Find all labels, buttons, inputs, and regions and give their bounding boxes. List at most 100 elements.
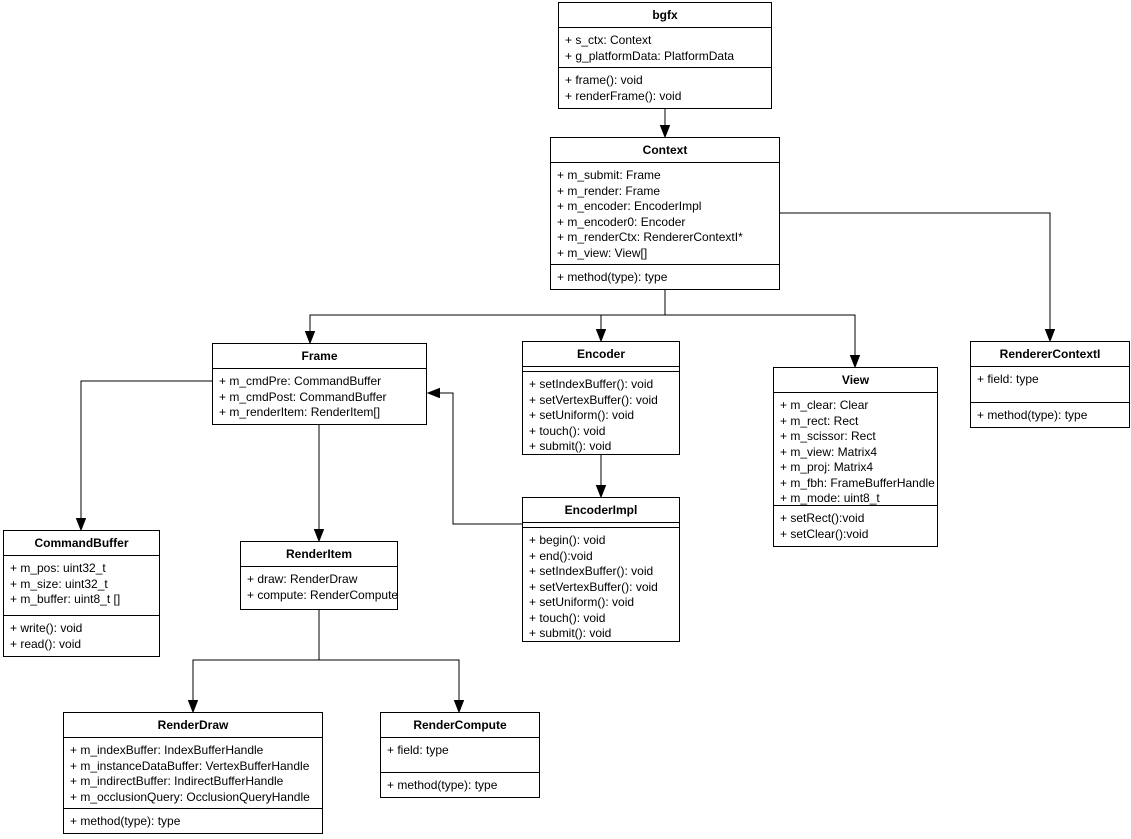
- class-attributes: + m_cmdPre: CommandBuffer+ m_cmdPost: Co…: [213, 368, 426, 424]
- member-line: + m_mode: uint8_t: [780, 491, 880, 505]
- member-line: + renderFrame(): void: [565, 88, 682, 103]
- member-line: + m_clear: Clear: [780, 398, 869, 412]
- class-title: Encoder: [576, 347, 625, 361]
- class-title: RenderItem: [285, 547, 353, 561]
- edge-context-to-encoder: [601, 290, 666, 341]
- class-attributes: + m_clear: Clear+ m_rect: Rect+ m_scisso…: [774, 392, 937, 505]
- class-renderitem: RenderItem + draw: RenderDraw+ compute: …: [240, 541, 398, 610]
- member-line: + compute: RenderCompute: [247, 587, 397, 602]
- class-context: Context + m_submit: Frame+ m_render: Fra…: [550, 137, 780, 290]
- member-line: + method(type): type: [387, 777, 498, 792]
- class-methods: + setRect():void+ setClear():void: [774, 505, 937, 546]
- class-attributes: + m_pos: uint32_t+ m_size: uint32_t+ m_b…: [4, 555, 159, 615]
- class-view: View + m_clear: Clear+ m_rect: Rect+ m_s…: [773, 367, 938, 547]
- member-line: + draw: RenderDraw: [247, 572, 358, 586]
- member-line: + m_view: View[]: [557, 245, 648, 260]
- class-title: EncoderImpl: [564, 503, 638, 517]
- member-line: + m_encoder: EncoderImpl: [557, 199, 702, 213]
- class-methods: + frame(): void+ renderFrame(): void: [559, 67, 771, 108]
- member-line: + setUniform(): void: [529, 408, 635, 422]
- member-line: + field: type: [977, 372, 1039, 386]
- class-methods: + method(type): type: [381, 771, 539, 798]
- edge-encoderimpl-to-frame: [428, 393, 522, 525]
- edge-context-to-renderercontexti: [780, 212, 1050, 341]
- class-methods: + method(type): type: [64, 807, 322, 834]
- member-line: + m_proj: Matrix4: [780, 460, 874, 474]
- edge-renderitem-to-rendercompute: [318, 610, 459, 712]
- edge-frame-to-commandbuffer: [81, 380, 212, 530]
- class-title: RenderDraw: [157, 718, 229, 732]
- class-methods: + method(type): type: [551, 263, 779, 290]
- member-line: + m_cmdPre: CommandBuffer: [219, 374, 382, 388]
- member-line: + m_rect: Rect: [780, 413, 859, 428]
- member-line: + m_fbh: FrameBufferHandle: [780, 475, 935, 490]
- class-methods: + write(): void+ read(): void: [4, 615, 159, 656]
- member-line: + setClear():void: [780, 526, 869, 541]
- class-attributes: + draw: RenderDraw+ compute: RenderCompu…: [241, 566, 397, 609]
- member-line: + m_occlusionQuery: OcclusionQueryHandle: [70, 789, 310, 804]
- member-line: + touch(): void: [529, 423, 606, 438]
- class-frame: Frame + m_cmdPre: CommandBuffer+ m_cmdPo…: [212, 343, 427, 425]
- member-line: + frame(): void: [565, 73, 643, 87]
- member-line: + m_buffer: uint8_t []: [10, 592, 121, 606]
- class-attributes: + m_indexBuffer: IndexBufferHandle+ m_in…: [64, 737, 322, 808]
- class-rendercompute: RenderCompute + field: type + method(typ…: [380, 712, 540, 798]
- class-title: View: [841, 373, 870, 387]
- member-line: + m_encoder0: Encoder: [557, 214, 686, 229]
- class-title: RenderCompute: [413, 718, 507, 732]
- member-line: + setVertexBuffer(): void: [529, 579, 658, 594]
- member-line: + s_ctx: Context: [565, 33, 652, 47]
- class-encoderimpl: EncoderImpl + begin(): void+ end():void+…: [522, 497, 680, 642]
- member-line: + begin(): void: [529, 533, 606, 547]
- class-title: bgfx: [652, 8, 678, 22]
- class-title: RendererContextI: [999, 347, 1101, 361]
- member-line: + m_size: uint32_t: [10, 576, 108, 591]
- edge-context-to-view: [664, 290, 855, 367]
- member-line: + m_indexBuffer: IndexBufferHandle: [70, 743, 264, 757]
- class-encoder: Encoder + setIndexBuffer(): void+ setVer…: [522, 341, 680, 455]
- class-attributes: + m_submit: Frame+ m_render: Frame+ m_en…: [551, 162, 779, 264]
- edge-renderitem-to-renderdraw: [193, 610, 320, 712]
- member-line: + m_instanceDataBuffer: VertexBufferHand…: [70, 758, 310, 773]
- member-line: + setVertexBuffer(): void: [529, 392, 658, 407]
- class-renderdraw: RenderDraw + m_indexBuffer: IndexBufferH…: [63, 712, 323, 834]
- member-line: + m_renderCtx: RendererContextI*: [557, 230, 743, 244]
- class-attributes: [523, 522, 679, 527]
- member-line: + end():void: [529, 548, 593, 563]
- class-attributes: + field: type: [971, 366, 1129, 402]
- class-commandbuffer: CommandBuffer + m_pos: uint32_t+ m_size:…: [3, 530, 160, 657]
- member-line: + field: type: [387, 743, 449, 757]
- member-line: + m_cmdPost: CommandBuffer: [219, 389, 387, 404]
- member-line: + setIndexBuffer(): void: [529, 564, 654, 578]
- member-line: + m_submit: Frame: [557, 168, 661, 182]
- member-line: + write(): void: [10, 621, 83, 635]
- class-bgfx: bgfx + s_ctx: Context+ g_platformData: P…: [558, 2, 772, 109]
- member-line: + m_indirectBuffer: IndirectBufferHandle: [70, 774, 284, 788]
- class-attributes: [523, 366, 679, 371]
- class-renderercontexti: RendererContextI + field: type + method(…: [970, 341, 1130, 428]
- class-attributes: + s_ctx: Context+ g_platformData: Platfo…: [559, 27, 771, 67]
- member-line: + method(type): type: [557, 269, 668, 284]
- member-line: + g_platformData: PlatformData: [565, 48, 735, 63]
- edge-context-to-frame: [310, 290, 666, 343]
- member-line: + setRect():void: [780, 511, 865, 525]
- member-line: + read(): void: [10, 636, 82, 651]
- member-line: + method(type): type: [977, 407, 1088, 422]
- class-title: CommandBuffer: [34, 536, 129, 550]
- class-title: Context: [642, 143, 688, 157]
- class-methods: + begin(): void+ end():void+ setIndexBuf…: [523, 527, 679, 641]
- member-line: + touch(): void: [529, 610, 606, 625]
- member-line: + setIndexBuffer(): void: [529, 377, 654, 391]
- member-line: + method(type): type: [70, 813, 181, 828]
- member-line: + setUniform(): void: [529, 595, 635, 609]
- class-methods: + method(type): type: [971, 401, 1129, 428]
- member-line: + m_pos: uint32_t: [10, 561, 106, 575]
- member-line: + m_render: Frame: [557, 183, 661, 198]
- class-methods: + setIndexBuffer(): void+ setVertexBuffe…: [523, 371, 679, 454]
- class-attributes: + field: type: [381, 737, 539, 772]
- member-line: + m_renderItem: RenderItem[]: [219, 405, 381, 419]
- class-title: Frame: [301, 349, 338, 363]
- member-line: + submit(): void: [529, 439, 612, 453]
